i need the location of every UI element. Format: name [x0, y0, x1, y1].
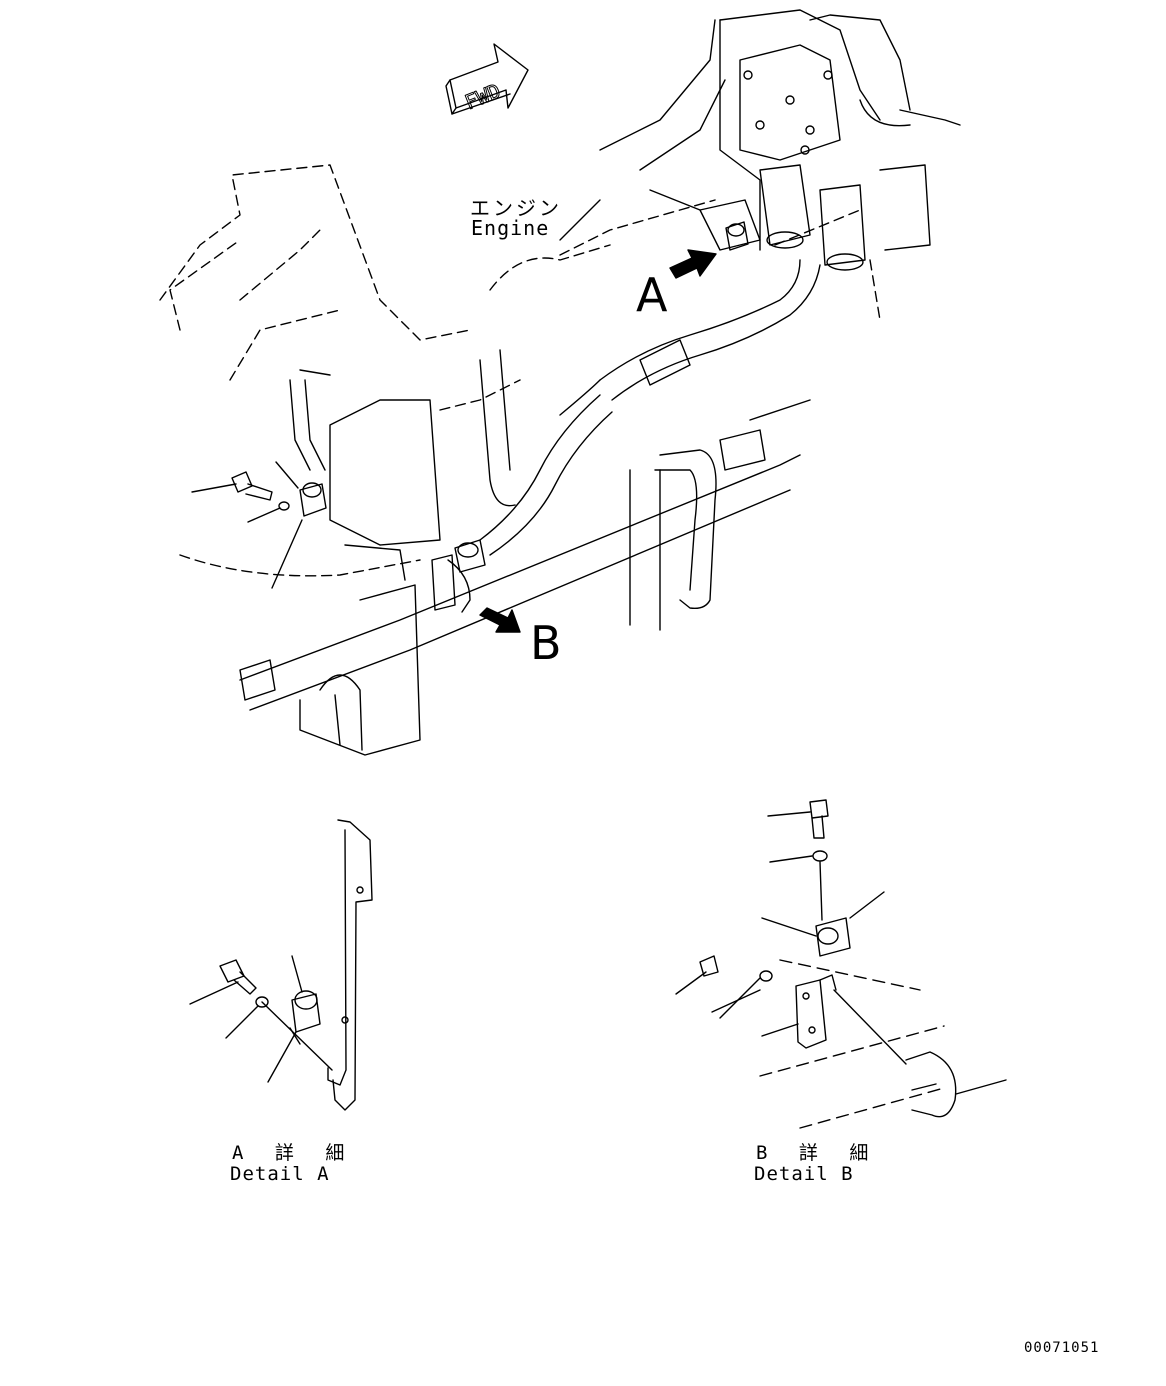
- detail-b-frame-dashes: [760, 960, 944, 1128]
- engine-structure: [560, 10, 960, 270]
- callout-letter-a: A: [636, 268, 669, 322]
- detail-b-title-japanese: B 詳 細: [756, 1142, 879, 1164]
- fwd-label: FWD: [461, 79, 503, 115]
- callout-arrow-a: [670, 250, 716, 278]
- engine-label-japanese: エンジン: [470, 196, 562, 220]
- clamp-b-location: [432, 540, 485, 612]
- left-fastener-group: [192, 462, 326, 588]
- fwd-arrow-icon: FWD: [446, 44, 528, 115]
- callout-letter-b: B: [530, 616, 563, 670]
- detail-b-title: Detail B: [754, 1163, 854, 1185]
- detail-a-title-japanese: A 詳 細: [232, 1142, 355, 1164]
- detail-a-drawing: [190, 820, 372, 1110]
- detail-b-drawing: [676, 800, 1006, 1117]
- frame-rails: [240, 400, 810, 755]
- engine-label: Engine: [471, 216, 550, 240]
- callout-arrow-b: [480, 608, 520, 632]
- detail-a-title: Detail A: [230, 1163, 330, 1185]
- clamp-a-location: [726, 222, 748, 250]
- drawing-number: 00071051: [1024, 1340, 1100, 1356]
- hose-routing: [290, 260, 820, 608]
- cab-outline: [160, 165, 880, 576]
